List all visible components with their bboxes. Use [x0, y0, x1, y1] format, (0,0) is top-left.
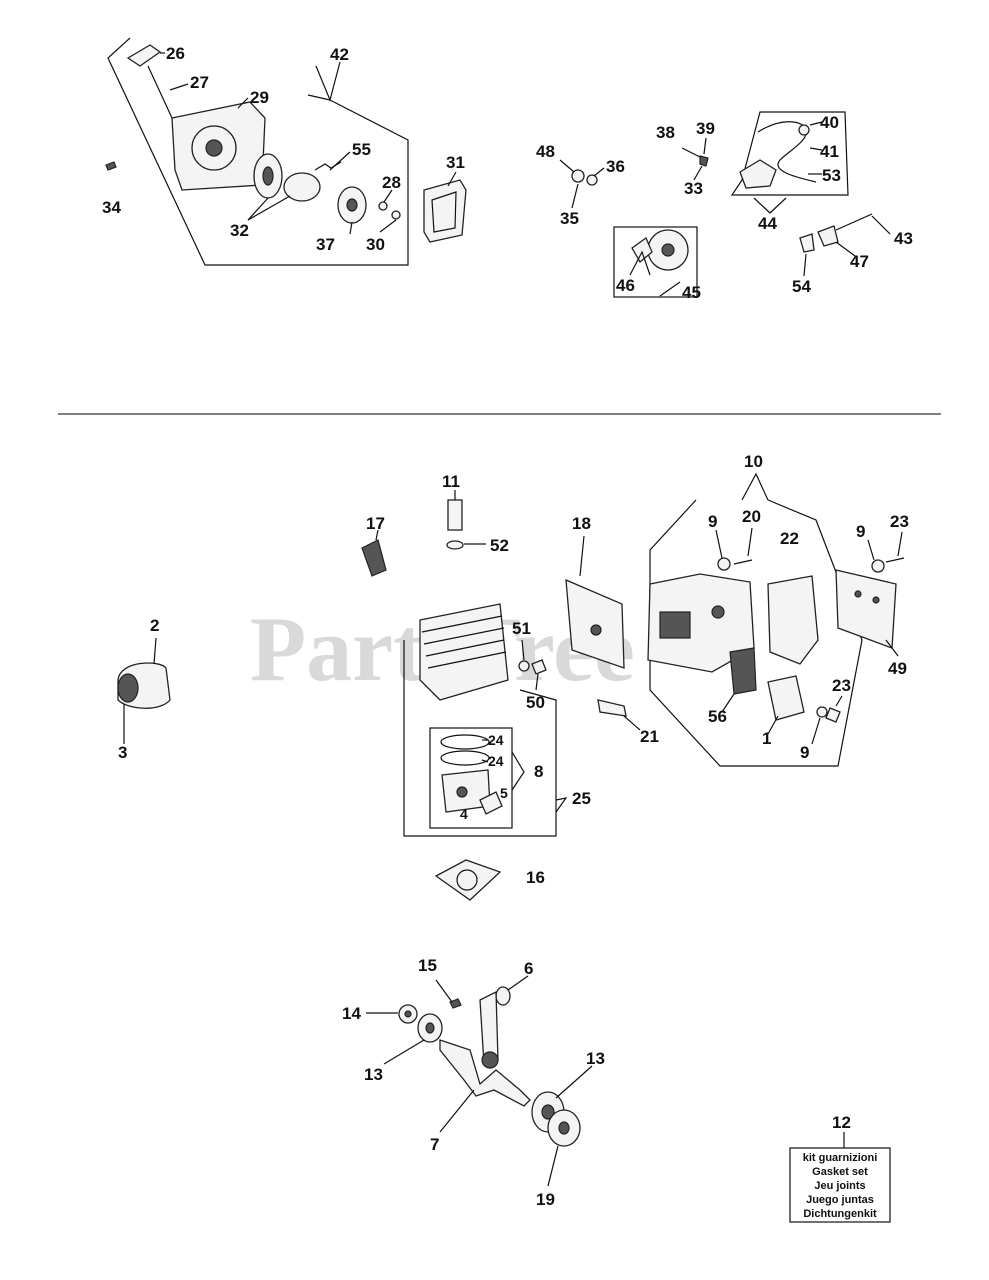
crankshaft-group: [366, 975, 593, 1187]
part-label: 52: [490, 536, 509, 555]
gasket-kit-line-3: Jeu joints: [814, 1180, 865, 1192]
cylinder-muffler-group: [117, 472, 905, 901]
part-label: 26: [166, 44, 185, 63]
part-label: 13: [364, 1065, 383, 1084]
part-label: 47: [850, 252, 869, 271]
part-label: 1: [762, 729, 771, 748]
part-label: 8: [534, 762, 543, 781]
gasket-kit-line-2: Gasket set: [812, 1166, 868, 1178]
part-label: 43: [894, 229, 913, 248]
part-label: 34: [102, 198, 121, 217]
part-label: 17: [366, 514, 385, 533]
part-label: 24: [488, 732, 504, 748]
gasket-kit-line-1: kit guarnizioni: [803, 1152, 878, 1164]
gasket-kit-line-4: Juego juntas: [806, 1194, 874, 1206]
part-label: 44: [758, 214, 777, 233]
part-label: 53: [822, 166, 841, 185]
part-label: 9: [708, 512, 717, 531]
part-label: 31: [446, 153, 465, 172]
part-label: 40: [820, 113, 839, 132]
part-label: 48: [536, 142, 555, 161]
part-label: 15: [418, 956, 437, 975]
part-label: 42: [330, 45, 349, 64]
part-label: 55: [352, 140, 371, 159]
part-label: 23: [832, 676, 851, 695]
part-labels: 26 27 29 42 55 28 34 32 37 30 31 48 36 3…: [102, 44, 913, 1209]
part-label: 16: [526, 868, 545, 887]
part-label: 12: [832, 1113, 851, 1132]
part-label: 46: [616, 276, 635, 295]
part-label: 32: [230, 221, 249, 240]
part-label: 22: [780, 529, 799, 548]
part-label: 35: [560, 209, 579, 228]
part-label: 49: [888, 659, 907, 678]
part-label: 45: [682, 283, 701, 302]
part-label: 37: [316, 235, 335, 254]
part-label: 6: [524, 959, 533, 978]
part-label: 24: [488, 753, 504, 769]
part-label: 10: [744, 452, 763, 471]
part-label: 41: [820, 142, 839, 161]
part-label: 56: [708, 707, 727, 726]
part-label: 4: [460, 806, 468, 822]
gasket-kit-box: kit guarnizioni Gasket set Jeu joints Ju…: [789, 1113, 891, 1223]
part-label: 5: [500, 785, 508, 801]
part-label: 11: [442, 472, 460, 491]
part-label: 33: [684, 179, 703, 198]
part-label: 7: [430, 1135, 439, 1154]
part-label: 30: [366, 235, 385, 254]
part-label: 18: [572, 514, 591, 533]
part-label: 50: [526, 693, 545, 712]
ignition-parts-group: [559, 111, 891, 298]
part-label: 36: [606, 157, 625, 176]
part-label: 9: [856, 522, 865, 541]
part-label: 51: [512, 619, 531, 638]
part-label: 19: [536, 1190, 555, 1209]
part-label: 14: [342, 1004, 361, 1023]
part-label: 29: [250, 88, 269, 107]
part-label: 39: [696, 119, 715, 138]
part-label: 20: [742, 507, 761, 526]
part-label: 9: [800, 743, 809, 762]
part-label: 54: [792, 277, 811, 296]
gasket-kit-line-5: Dichtungenkit: [803, 1208, 877, 1220]
part-label: 3: [118, 743, 127, 762]
part-label: 27: [190, 73, 209, 92]
part-label: 28: [382, 173, 401, 192]
part-label: 2: [150, 616, 159, 635]
part-label: 25: [572, 789, 591, 808]
starter-assembly-group: [105, 37, 467, 266]
part-label: 13: [586, 1049, 605, 1068]
part-label: 21: [640, 727, 659, 746]
part-label: 23: [890, 512, 909, 531]
part-label: 38: [656, 123, 675, 142]
